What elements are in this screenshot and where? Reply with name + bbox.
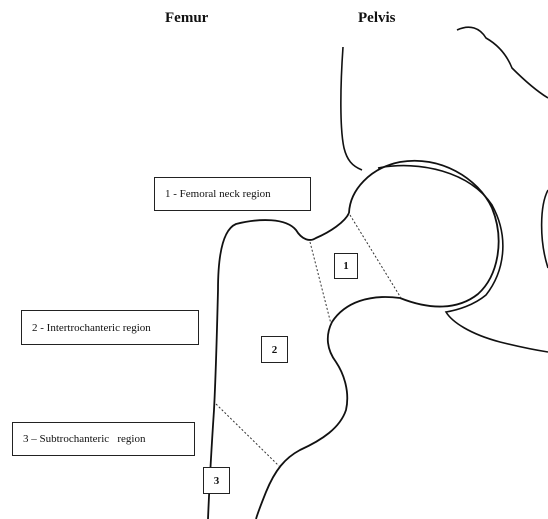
region-1-marker: 1: [334, 253, 358, 279]
femur-upper-outline: [213, 212, 350, 411]
femoral-head-outline: [348, 159, 500, 308]
femur-shaft-left: [207, 409, 215, 519]
label-intertrochanteric-region: 2 - Intertrochanteric region: [21, 310, 199, 345]
head-neck-dotted-line: [349, 214, 402, 299]
pelvis-acetabulum-rim: [377, 164, 548, 353]
subtrochanteric-dotted-line: [215, 403, 280, 467]
region-3-marker: 3: [203, 467, 230, 494]
femur-header: Femur: [165, 10, 209, 26]
label-femoral-neck-region: 1 - Femoral neck region: [154, 177, 311, 211]
label-subtrochanteric-region: 3 – Subtrochanteric region: [12, 422, 195, 456]
pelvis-acetabulum-contour: [340, 46, 363, 171]
pelvis-upper-contour: [456, 26, 548, 99]
pelvis-header: Pelvis: [358, 10, 396, 26]
pelvis-right-edge: [540, 189, 548, 269]
region-2-marker: 2: [261, 336, 288, 363]
femur-lower-outline: [255, 296, 401, 519]
neck-base-dotted-line: [309, 241, 332, 325]
